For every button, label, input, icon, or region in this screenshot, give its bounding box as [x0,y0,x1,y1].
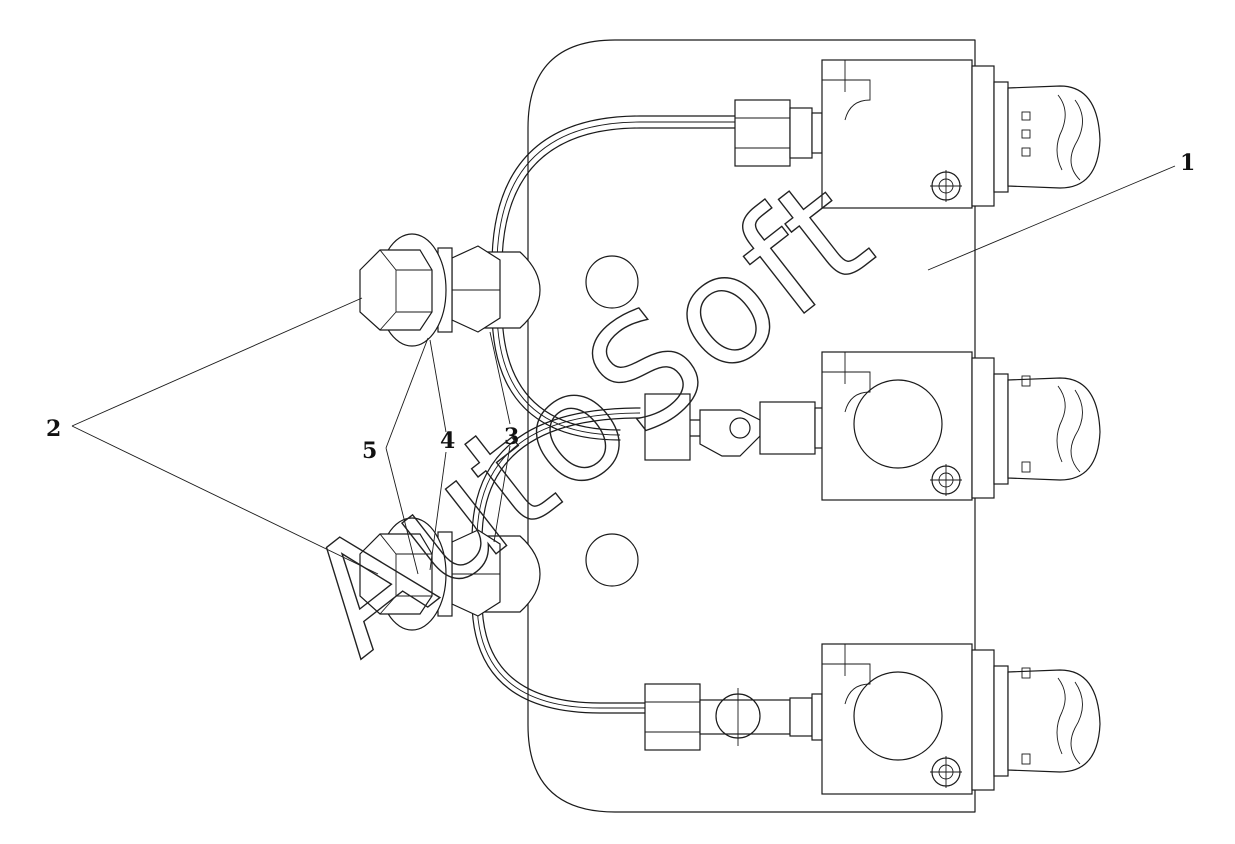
valve-bottom [821,643,1101,795]
fitting-bottom [644,683,823,751]
callout-4: 4 [440,428,455,454]
plate-hole-upper [585,255,639,309]
leader-lines [71,165,1176,575]
fitting-middle [644,393,824,461]
callout-2: 2 [46,416,61,442]
fitting-top [734,99,823,167]
bolt-set-upper [359,233,541,347]
plate-hole-lower [585,533,639,587]
callout-1: 1 [1180,150,1195,176]
valve-middle [821,351,1101,501]
mounting-plate [527,39,976,813]
valve-top [821,59,1101,209]
callout-3: 3 [504,424,519,450]
callout-5: 5 [362,438,377,464]
